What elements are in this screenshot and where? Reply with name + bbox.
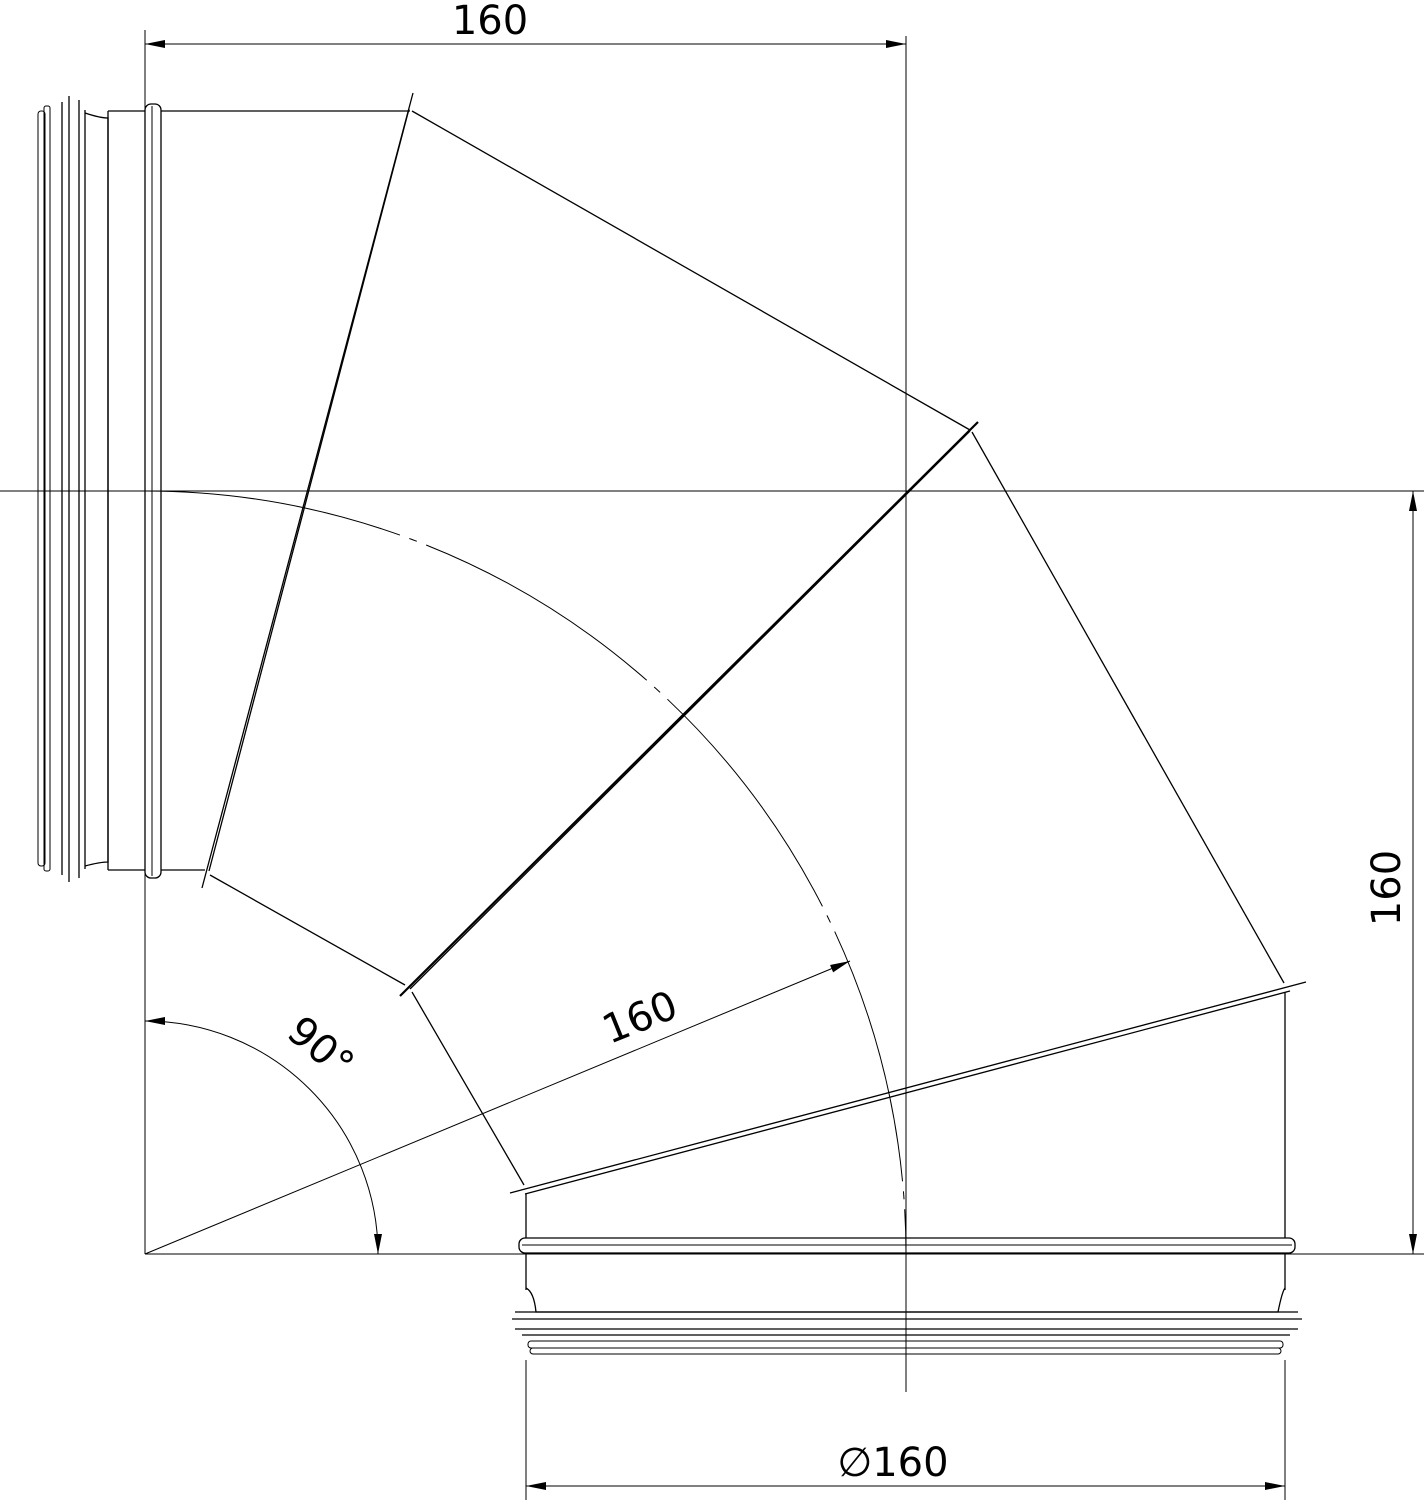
reference-lines xyxy=(0,30,1424,1500)
segment-2-inner-edge xyxy=(209,874,406,986)
elbow-segments xyxy=(201,92,1307,1195)
angle-label: 90° xyxy=(278,1008,362,1089)
diameter-dimension: ∅160 xyxy=(526,1440,1285,1490)
inlet-seal-lip xyxy=(43,105,51,872)
joint-3-flange-a xyxy=(509,981,1307,1194)
diameter-value: 160 xyxy=(872,1440,948,1486)
segment-3-inner-edge xyxy=(411,991,525,1186)
inlet-seal-lip-outer xyxy=(37,110,46,867)
angle-dimension: 90° xyxy=(144,1008,382,1255)
inlet-connector xyxy=(37,96,410,882)
radius-label: 160 xyxy=(596,982,684,1053)
bend-centerline-arc xyxy=(144,490,907,1255)
joint-3-flange-b xyxy=(524,990,1291,1195)
right-height-dimension: 160 xyxy=(1364,491,1417,1254)
radius-dimension: 160 xyxy=(144,960,851,1255)
joint-1-flange-b xyxy=(208,108,410,872)
radius-dimension-line xyxy=(144,960,851,1255)
joint-2-flange-b xyxy=(409,430,971,990)
diameter-symbol: ∅ xyxy=(837,1440,872,1486)
outlet-seal-lip-outer xyxy=(529,1347,1282,1355)
top-width-label: 160 xyxy=(452,0,528,44)
segment-3-outer-edge xyxy=(971,431,1285,984)
top-width-dimension: 160 xyxy=(145,0,906,48)
inlet-sleeve-taper xyxy=(84,112,109,867)
joint-2-flange-a xyxy=(399,421,979,997)
diameter-label: ∅160 xyxy=(837,1440,948,1486)
segment-2-outer-edge xyxy=(411,110,971,431)
outlet-bead-ring xyxy=(518,1237,1296,1254)
outlet-connector xyxy=(512,992,1302,1355)
angle-arc xyxy=(144,1017,382,1255)
right-height-label: 160 xyxy=(1364,850,1410,926)
